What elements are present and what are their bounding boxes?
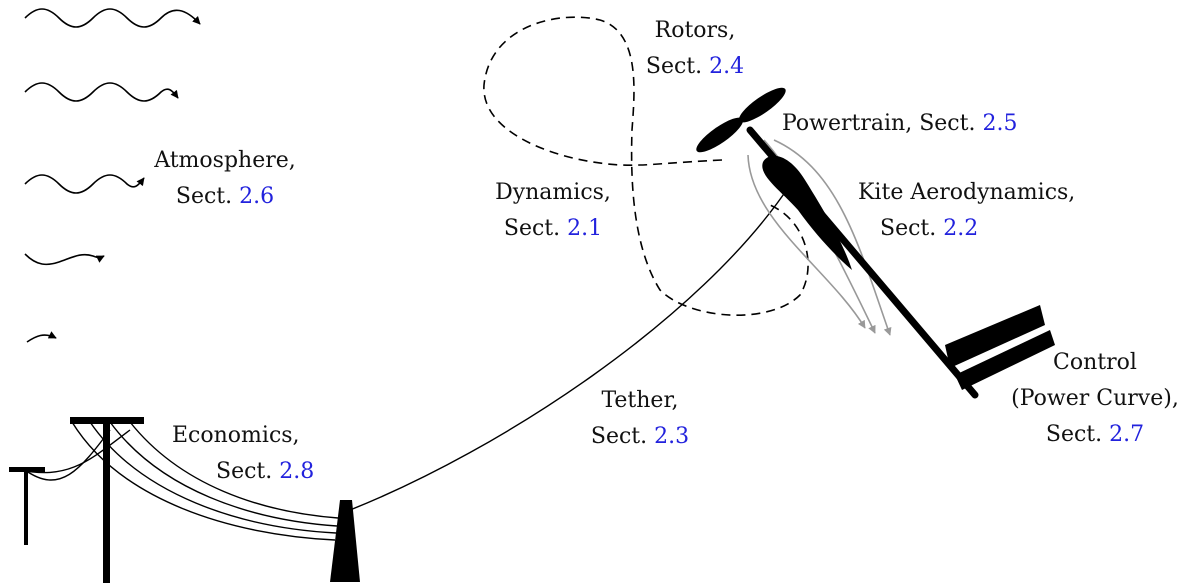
tether-line [349, 184, 791, 511]
power-lines [19, 421, 339, 541]
label-powertrain: Powertrain, Sect. 2.5 [782, 111, 1018, 136]
label-atmosphere: Atmosphere, Sect. 2.6 [154, 148, 296, 209]
wind-wave-icon [26, 331, 57, 343]
tail-stabilizer-icon [945, 305, 1055, 390]
wind-wave-icon [24, 174, 145, 194]
label-control: Control (Power Curve), Sect. 2.7 [1011, 350, 1179, 447]
flight-path-figure-eight [483, 16, 809, 316]
ref-link-2-1[interactable]: 2.1 [567, 216, 603, 241]
ref-link-2-5[interactable]: 2.5 [982, 111, 1018, 136]
label-tether: Tether, Sect. 2.3 [590, 388, 690, 449]
ref-link-2-3[interactable]: 2.3 [654, 424, 690, 449]
ref-link-2-2[interactable]: 2.2 [943, 216, 979, 241]
ref-link-2-7[interactable]: 2.7 [1109, 422, 1145, 447]
label-rotors-sect: Sect. 2.4 [645, 54, 745, 79]
wind-wave-icon [24, 82, 179, 102]
label-rotors-name: Rotors, [654, 18, 736, 43]
label-economics: Economics, Sect. 2.8 [172, 423, 315, 484]
ref-link-2-6[interactable]: 2.6 [239, 184, 275, 209]
power-pole-icon [9, 467, 45, 545]
label-dynamics: Dynamics, Sect. 2.1 [495, 180, 611, 241]
power-pole-icon [70, 417, 144, 583]
label-rotors: Rotors, Sect. 2.4 [640, 20, 750, 78]
wind-wave-icon [24, 8, 201, 28]
ref-link-2-8[interactable]: 2.8 [279, 459, 315, 484]
ground-station-icon [330, 500, 360, 582]
wind-wave-icon [24, 253, 105, 266]
kite-wing-icon [762, 155, 852, 270]
label-kite-aerodynamics: Kite Aerodynamics, Sect. 2.2 [858, 180, 1076, 241]
ref-link-2-4[interactable]: 2.4 [709, 54, 745, 79]
rotor-propeller-icon [696, 87, 786, 153]
wind-waves [24, 8, 201, 343]
